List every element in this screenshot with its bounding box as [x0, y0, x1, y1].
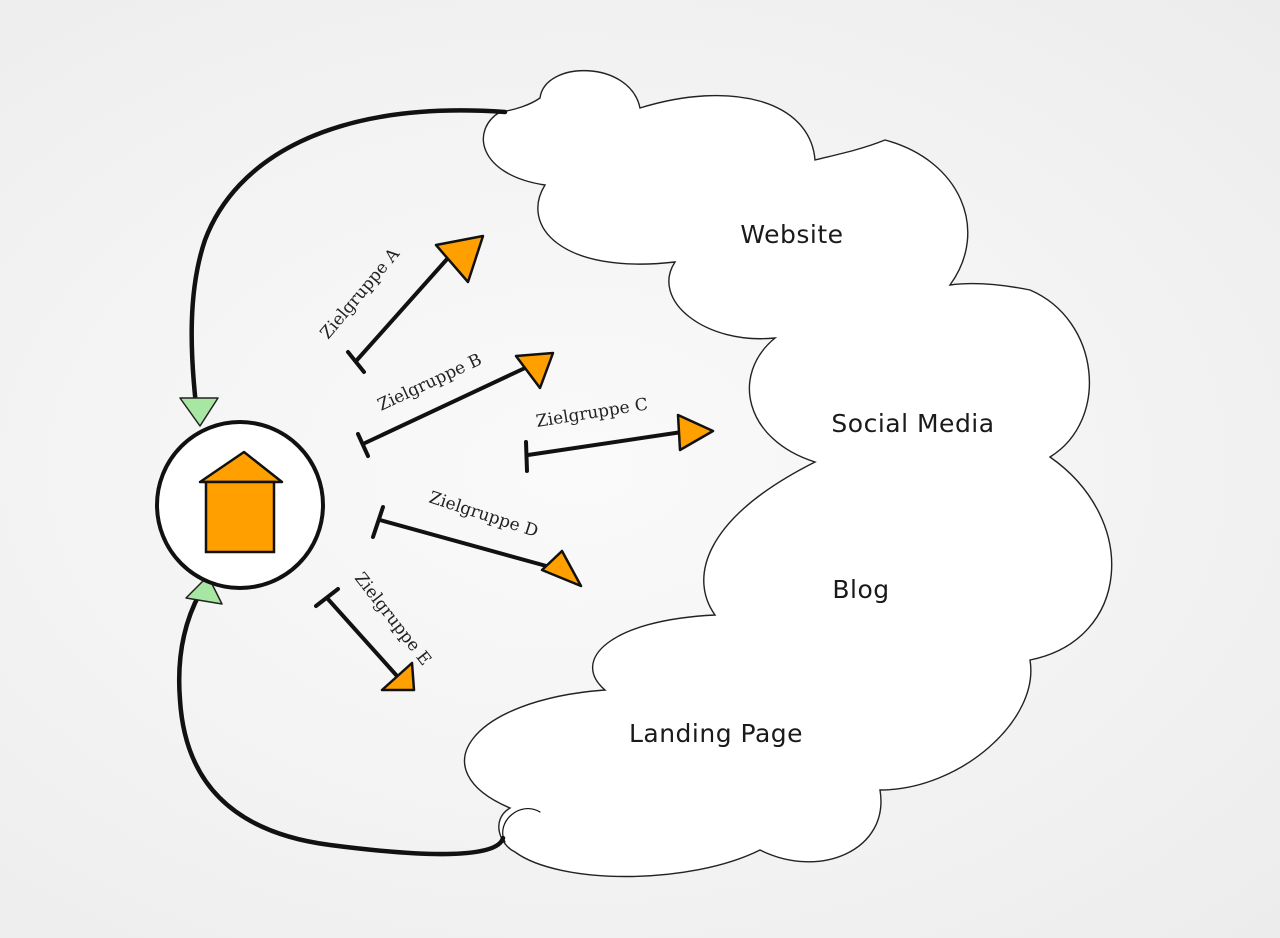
channel-social-media: Social Media [831, 409, 994, 438]
target-group-a-arrow [346, 234, 485, 374]
loop-in-bottom-icon [185, 575, 223, 605]
target-group-b-label: Zielgruppe B [375, 350, 485, 416]
channel-website: Website [740, 220, 843, 249]
channel-cloud [463, 70, 1113, 878]
target-group-d-label: Zielgruppe D [426, 488, 540, 542]
arrowhead-d-icon [540, 549, 583, 588]
loop-arrow-bottom [177, 590, 506, 857]
loop-in-top-icon [179, 397, 219, 427]
house-icon [198, 450, 284, 554]
target-group-d-arrow [371, 505, 583, 588]
loop-arrow-top [189, 108, 508, 408]
channel-landing-page: Landing Page [629, 719, 803, 748]
target-group-e-arrow [314, 587, 416, 692]
arrowhead-a-icon [434, 234, 485, 284]
target-group-c-arrow [524, 413, 715, 473]
arrowhead-e-icon [380, 661, 416, 692]
target-group-b-arrow [356, 351, 555, 458]
arrowhead-b-icon [514, 351, 555, 390]
target-group-a-label: Zielgruppe A [317, 244, 405, 343]
arrowhead-c-icon [676, 413, 715, 452]
channel-blog: Blog [832, 575, 889, 604]
target-group-e-label: Zielgruppe E [350, 569, 435, 670]
target-group-c-label: Zielgruppe C [535, 395, 650, 432]
